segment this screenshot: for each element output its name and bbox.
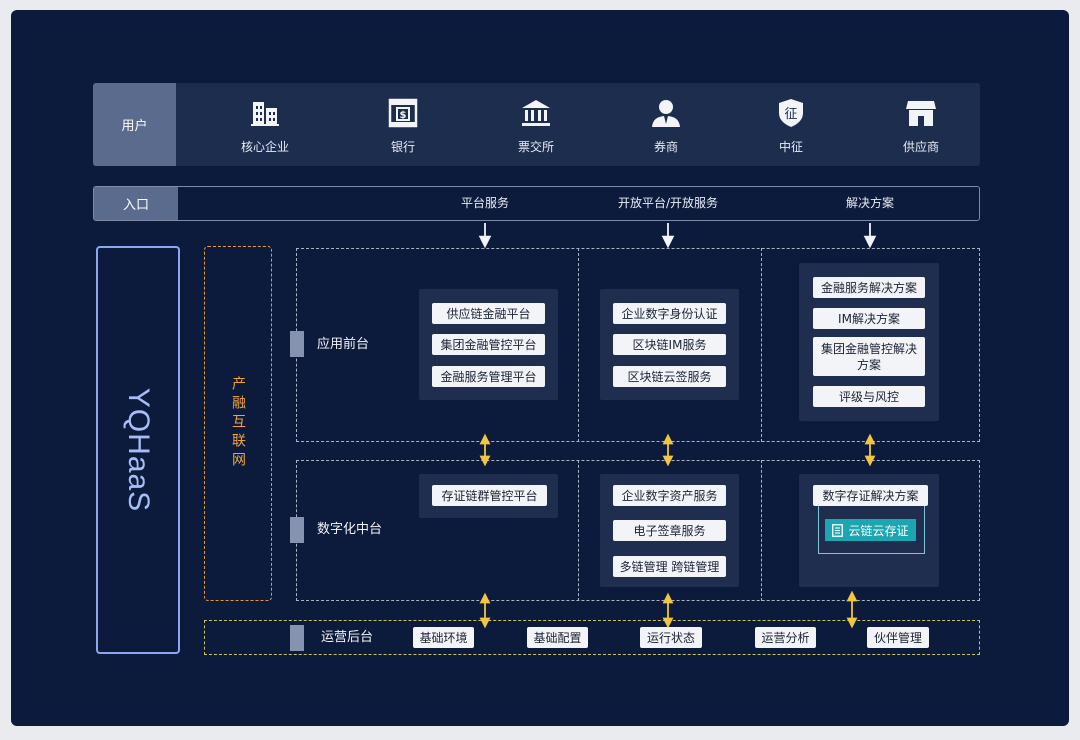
front-chip: 金融服务管理平台	[432, 366, 545, 387]
user-core-enterprise: 核心企业	[205, 97, 325, 157]
divider	[578, 248, 579, 442]
building-icon	[251, 102, 279, 126]
middle-chip: 存证链群管控平台	[432, 485, 547, 506]
document-icon	[832, 523, 844, 537]
entry-platform-services: 平台服务	[460, 196, 509, 210]
middle-chip: 数字存证解决方案	[813, 485, 928, 506]
shield-icon: 征	[779, 99, 803, 127]
front-layer-label: 应用前台	[317, 337, 370, 352]
back-chip: 基础配置	[527, 627, 588, 648]
entry-bar	[93, 186, 980, 221]
back-chip: 基础环境	[413, 627, 474, 648]
user-label: 核心企业	[240, 140, 289, 154]
user-label: 中征	[778, 140, 803, 154]
industry-finance-internet-box	[204, 246, 272, 601]
front-layer-marker	[290, 331, 304, 357]
svg-text:$: $	[400, 110, 407, 121]
cloud-evidence-badge: 云链云存证	[825, 519, 916, 541]
middle-chip: 企业数字资产服务	[613, 485, 726, 506]
entry-label: 入口	[94, 187, 178, 220]
entry-open-platform: 开放平台/开放服务	[617, 196, 719, 210]
front-chip: 供应链金融平台	[432, 303, 545, 324]
back-chip: 运行状态	[640, 627, 702, 648]
front-chip: IM解决方案	[813, 308, 925, 329]
front-chip: 区块链云签服务	[613, 366, 726, 387]
exchange-icon	[522, 100, 550, 126]
front-chip: 集团金融管控解决方案	[813, 337, 925, 376]
cloud-evidence-label: 云链云存证	[848, 523, 909, 538]
middle-chip: 多链管理 跨链管理	[613, 556, 726, 577]
user-label: 券商	[653, 140, 678, 154]
user-label: 票交所	[517, 140, 554, 154]
middle-layer-label: 数字化中台	[317, 522, 383, 537]
user-bill-exchange: 票交所	[476, 97, 596, 157]
back-layer-box	[204, 620, 980, 655]
user-supplier: 供应商	[861, 97, 981, 157]
shield-glyph: 征	[784, 107, 797, 122]
industry-finance-internet-label: 产融互联网	[230, 376, 246, 471]
store-icon	[906, 101, 936, 126]
front-chip: 企业数字身份认证	[613, 303, 726, 324]
user-zhongzheng: 征 中征	[731, 97, 851, 157]
back-layer-label: 运营后台	[321, 630, 374, 645]
front-chip: 区块链IM服务	[613, 334, 726, 355]
industry-finance-internet-wrap: 产融互联网	[204, 246, 272, 601]
back-layer-marker	[290, 625, 304, 651]
divider	[578, 460, 579, 601]
person-icon	[652, 100, 680, 127]
middle-chip: 电子签章服务	[613, 520, 726, 541]
back-chip: 运营分析	[755, 627, 816, 648]
user-label: 供应商	[902, 140, 939, 154]
user-bank: $ 银行	[343, 97, 463, 157]
user-label: 银行	[390, 140, 415, 154]
front-chip: 金融服务解决方案	[813, 277, 925, 298]
front-chip: 评级与风控	[813, 386, 925, 407]
users-label: 用户	[93, 83, 176, 166]
divider	[761, 248, 762, 442]
divider	[761, 460, 762, 601]
bank-icon: $	[388, 98, 418, 128]
user-securities: 券商	[606, 97, 726, 157]
middle-layer-marker	[290, 517, 304, 543]
back-chip: 伙伴管理	[867, 627, 929, 648]
entry-solutions: 解决方案	[845, 196, 894, 210]
front-chip: 集团金融管控平台	[432, 334, 545, 355]
yqhaas-box	[96, 246, 180, 654]
